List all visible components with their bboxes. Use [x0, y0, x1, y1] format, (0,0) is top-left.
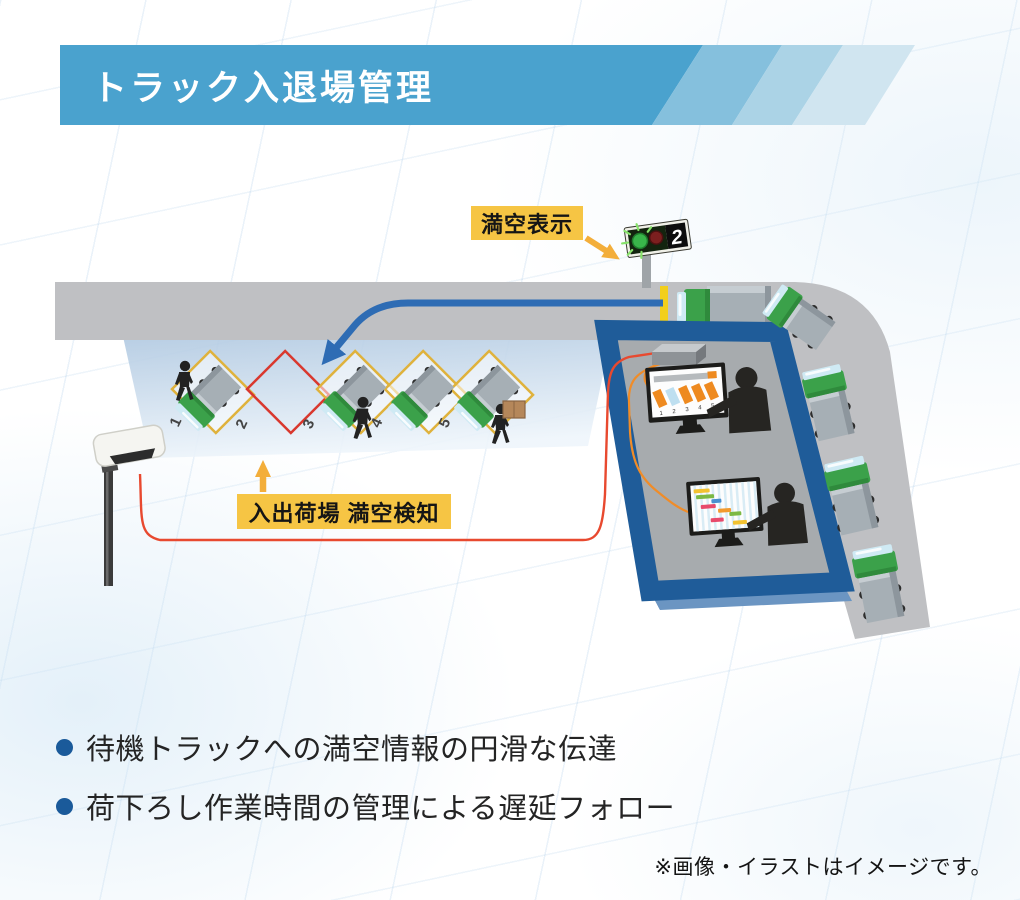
bullet-icon [56, 797, 73, 815]
camera-sensor [92, 424, 166, 586]
signal-board: 2 [621, 218, 692, 259]
camera-body [92, 424, 166, 473]
feature-text: 荷下ろし作業時間の管理による遅延フォロー [86, 793, 676, 825]
page-title: トラック入退場管理 [92, 69, 435, 108]
feature-list: 待機トラックへの満空情報の円滑な伝達 荷下ろし作業時間の管理による遅延フォロー [56, 726, 675, 844]
signal-pole [642, 254, 651, 288]
loading-bays: 1 2 3 4 5 [166, 349, 535, 435]
status-signal: 2 [621, 218, 692, 288]
signal-label: 満空表示 [471, 206, 583, 240]
image-disclaimer: ※画像・イラストはイメージです。 [654, 856, 992, 879]
signal-label-arrow [584, 235, 620, 260]
list-item: 荷下ろし作業時間の管理による遅延フォロー [56, 785, 675, 827]
feature-text: 待機トラックへの満空情報の円滑な伝達 [86, 734, 618, 766]
server-box [652, 344, 706, 365]
list-item: 待機トラックへの満空情報の円滑な伝達 [56, 726, 675, 768]
bullet-icon [56, 738, 73, 756]
dock-label: 入出荷場 満空検知 [237, 494, 451, 529]
